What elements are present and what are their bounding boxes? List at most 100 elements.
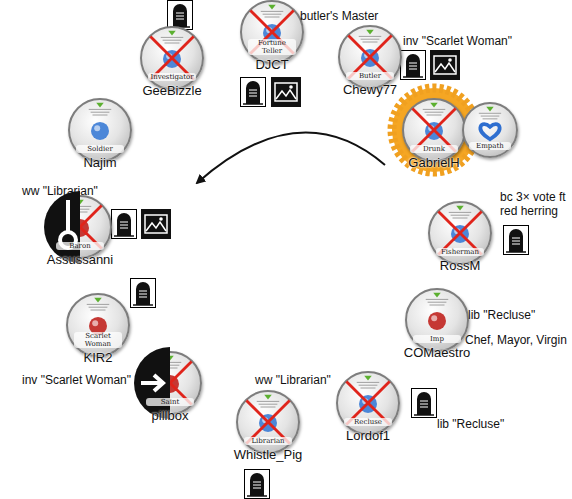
ability-lines xyxy=(483,118,498,119)
leaf-mark xyxy=(96,103,104,108)
ability-lines xyxy=(163,40,182,41)
ability-lines xyxy=(359,36,382,37)
ability-lines xyxy=(261,407,276,408)
role-name: Saint xyxy=(146,398,194,406)
player-name: Whistle_Pig xyxy=(234,447,303,462)
role-name: Baron xyxy=(56,242,104,250)
ability-lines xyxy=(451,215,470,216)
role-token: RecluseLordof1 xyxy=(336,371,400,435)
ability-lines xyxy=(453,218,468,219)
ability-lines xyxy=(363,42,378,43)
ability-lines xyxy=(265,17,280,18)
player-name: KIR2 xyxy=(84,350,113,365)
scene-reminder xyxy=(141,209,171,239)
shroud-reminder xyxy=(504,226,529,255)
leaf-mark xyxy=(366,30,374,35)
player-name: GeeBizzle xyxy=(142,83,201,98)
reminder-note: bc 3× vote ft red herring xyxy=(500,190,570,218)
leaf-mark xyxy=(166,356,174,361)
leaf-mark xyxy=(433,293,441,298)
ability-lines xyxy=(357,382,380,383)
ability-lines xyxy=(361,388,376,389)
role-token: FishermanRossM xyxy=(428,201,492,265)
leaf-mark xyxy=(94,298,102,303)
role-name: Empath xyxy=(469,142,511,150)
role-token: Saintpillbox xyxy=(138,351,202,415)
ability-lines xyxy=(87,304,110,305)
role-name: Fisherman xyxy=(436,248,484,256)
ability-lines xyxy=(159,362,182,363)
order-arrow xyxy=(197,133,385,183)
ability-lines xyxy=(89,307,108,308)
ability-lines xyxy=(161,37,184,38)
reminder-note: butler's Master xyxy=(300,9,378,23)
ability-lines xyxy=(71,209,90,210)
shroud-reminder xyxy=(412,389,437,418)
player-name: Lordof1 xyxy=(346,428,390,443)
ability-lines xyxy=(481,116,500,117)
ability-lines xyxy=(428,302,447,303)
ability-lines xyxy=(263,14,282,15)
role-token: BaronAssussanni xyxy=(48,195,112,259)
role-token: Empath xyxy=(462,102,518,158)
shroud-reminder xyxy=(112,210,137,239)
scene-reminder xyxy=(430,50,460,80)
role-name: Fortune Teller xyxy=(248,39,296,55)
role-symbol xyxy=(480,124,499,139)
leaf-mark xyxy=(430,103,438,108)
ability-lines xyxy=(479,113,501,114)
player-name: Assussanni xyxy=(47,252,113,267)
player-name: Najim xyxy=(83,155,116,170)
reminder-note: inv "Scarlet Woman" xyxy=(22,373,131,387)
leaf-mark xyxy=(168,31,176,36)
role-name: Recluse xyxy=(344,418,392,426)
player-name: Chewy77 xyxy=(343,82,397,97)
leaf-mark xyxy=(364,376,372,381)
player-name: GabrielH xyxy=(408,155,459,170)
leaf-mark xyxy=(486,107,493,112)
ability-lines xyxy=(165,43,180,44)
reminder-note: inv "Scarlet Woman" xyxy=(403,34,512,48)
role-token: LibrarianWhistle_Pig xyxy=(236,390,300,454)
ability-lines xyxy=(93,115,108,116)
reminder-note: lib "Recluse" xyxy=(437,417,504,431)
reminder-note: ww "Librarian" xyxy=(22,184,98,198)
role-name: Imp xyxy=(413,335,461,343)
role-symbol xyxy=(91,122,109,140)
player-name: pillbox xyxy=(152,408,189,423)
role-symbol xyxy=(92,320,98,326)
shroud-reminder xyxy=(401,51,426,80)
ability-lines xyxy=(261,11,284,12)
role-name: Drunk xyxy=(410,145,458,153)
ability-lines xyxy=(91,310,106,311)
leaf-mark xyxy=(264,395,272,400)
role-name: Scarlet Woman xyxy=(74,332,122,348)
ability-lines xyxy=(430,305,445,306)
role-symbol xyxy=(431,315,437,321)
role-name: Librarian xyxy=(244,437,292,445)
role-name: Soldier xyxy=(76,145,124,153)
role-name: Investigator xyxy=(148,73,196,81)
leaf-mark xyxy=(456,206,464,211)
ability-lines xyxy=(427,115,442,116)
reminder-note: Chef, Mayor, Virgin xyxy=(465,333,567,347)
role-token: InvestigatorGeeBizzle xyxy=(140,26,204,90)
player-name: RossM xyxy=(440,258,480,273)
ability-lines xyxy=(161,365,180,366)
leaf-mark xyxy=(268,5,276,10)
ability-lines xyxy=(163,368,178,369)
role-token: ImpCOMaestro xyxy=(405,288,469,352)
role-token: SoldierNajim xyxy=(68,98,132,162)
reminder-note: ww "Librarian" xyxy=(255,373,331,387)
ability-lines xyxy=(257,401,280,402)
player-name: COMaestro xyxy=(404,345,470,360)
shroud-reminder xyxy=(245,470,270,499)
shroud-reminder xyxy=(241,78,266,107)
ability-lines xyxy=(73,212,88,213)
ability-lines xyxy=(425,112,444,113)
ability-lines xyxy=(426,299,449,300)
player-name: DJCT xyxy=(255,57,288,72)
ability-lines xyxy=(69,206,92,207)
role-symbol xyxy=(428,312,446,330)
ability-lines xyxy=(259,404,278,405)
